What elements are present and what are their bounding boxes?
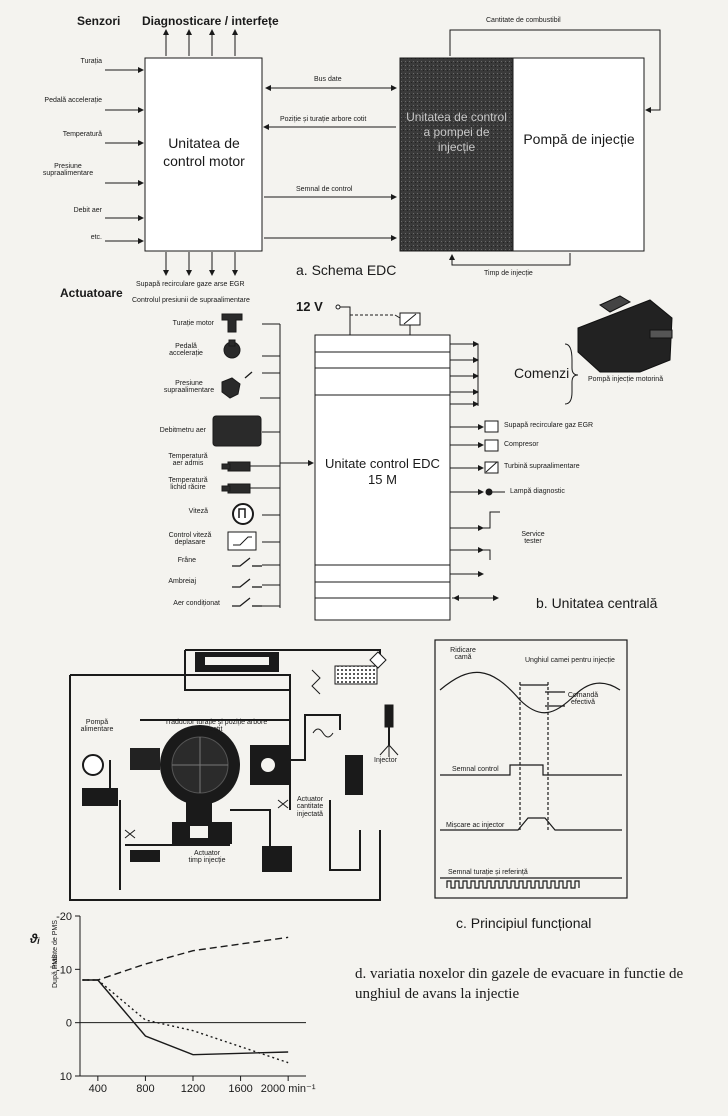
rotor-icon bbox=[130, 725, 240, 844]
y-tick-label: 0 bbox=[66, 1018, 72, 1030]
x-tick-label: 2000 min⁻¹ bbox=[261, 1083, 316, 1095]
sensor-frane: Frâne bbox=[177, 557, 196, 564]
y-tick-label: 10 bbox=[60, 1071, 72, 1083]
output-turbina: Turbină supraalimentare bbox=[504, 463, 580, 470]
senzori-header: Senzori bbox=[77, 14, 121, 28]
sensor-temp-lichid: Temperatură lichid răcire bbox=[168, 477, 208, 492]
sensor-control-viteza: Control viteză deplasare bbox=[168, 532, 212, 547]
ecu-label: Unitatea de control motor bbox=[163, 135, 245, 169]
series-line-solid bbox=[82, 979, 289, 1056]
sensor-turatie: Turație motor bbox=[172, 320, 214, 327]
x-tick-label: 400 bbox=[89, 1083, 107, 1095]
top-cylinder-icon bbox=[195, 652, 279, 672]
injector-icon bbox=[379, 704, 399, 757]
caption-a: a. Schema EDC bbox=[296, 262, 397, 278]
sensor-viteza: Viteză bbox=[188, 508, 208, 515]
semnal-control-label: Semnal control bbox=[452, 766, 499, 773]
pump-box bbox=[512, 57, 645, 252]
debitmetru-icon bbox=[212, 415, 262, 447]
input-turatia: Turația bbox=[80, 58, 102, 65]
input-presiune: Presiune supraalimentare bbox=[42, 163, 94, 178]
actuator-cantitate-label: Actuator cantitate injectată bbox=[296, 796, 324, 818]
signal-control: Semnal de control bbox=[296, 186, 353, 193]
pump-control-label: Unitatea de control a pompei de injecție bbox=[406, 110, 507, 154]
series-line-dashed bbox=[82, 936, 289, 981]
y-tick-label: -20 bbox=[56, 911, 72, 923]
referinta-label: Semnal turație și referință bbox=[448, 869, 528, 876]
comenzi-label: Comenzi bbox=[514, 365, 570, 381]
input-temperatura: Temperatură bbox=[62, 131, 102, 138]
boost-label: Controlul presiunii de supraalimentare bbox=[132, 297, 250, 304]
fuel-qty-label: Cantitate de combustibil bbox=[486, 17, 561, 24]
filter-icon bbox=[334, 665, 378, 685]
caption-c: c. Principiul funcțional bbox=[456, 915, 592, 931]
output-compresor: Compresor bbox=[504, 441, 539, 448]
actuator-timp-label: Actuator timp injecție bbox=[188, 850, 226, 865]
injector-label: Injector bbox=[374, 757, 397, 764]
edc-unit-label: Unitate control EDC 15 M bbox=[325, 456, 440, 487]
sensor-presiune: Presiune supraalimentare bbox=[163, 380, 215, 395]
injection-pump-icon bbox=[577, 295, 673, 373]
ridicare-cama-label: Ridicare camă bbox=[450, 647, 476, 662]
signal-pozitie: Poziție și turație arbore cotit bbox=[280, 116, 367, 123]
input-debit: Debit aer bbox=[73, 207, 102, 214]
comanda-efectiva-label: Comandă efectivă bbox=[567, 692, 599, 707]
x-tick-label: 800 bbox=[136, 1083, 154, 1095]
traductor-label: Traductor turație și poziție arbore coti… bbox=[164, 719, 268, 734]
turatie-sensor-icon bbox=[221, 313, 243, 333]
y-upper-label: Înainte de PMS bbox=[52, 920, 59, 968]
service-tester-label: Service tester bbox=[521, 531, 545, 546]
viteza-icon bbox=[232, 503, 254, 525]
actuator-timp-icon bbox=[262, 846, 292, 872]
unghi-cama-label: Unghiul camei pentru injecție bbox=[525, 657, 615, 664]
sensor-pedala: Pedală accelerație bbox=[169, 343, 203, 358]
x-tick-label: 1600 bbox=[228, 1083, 252, 1095]
edc-unit-box bbox=[314, 334, 451, 621]
timing-frame bbox=[434, 639, 628, 899]
diagnostic-header: Diagnosticare / interfețe bbox=[142, 14, 279, 28]
pump-injectie-label: Pompă injecție motorină bbox=[588, 376, 664, 383]
inj-time-label: Timp de injecție bbox=[484, 270, 533, 277]
actuatoare-header: Actuatoare bbox=[60, 286, 123, 300]
input-etc: etc. bbox=[90, 234, 102, 241]
output-egr: Supapă recirculare gaz EGR bbox=[504, 422, 594, 429]
presiune-sensor-icon bbox=[221, 377, 241, 399]
actuator-cantitate-icon bbox=[250, 745, 290, 785]
pump-label: Pompă de injecție bbox=[523, 131, 635, 147]
x-tick-label: 1200 bbox=[181, 1083, 205, 1095]
caption-d: d. variatia noxelor din gazele de evacua… bbox=[355, 966, 684, 1003]
miscare-ac-label: Mișcare ac injector bbox=[446, 822, 505, 829]
series-line-dotted bbox=[82, 979, 289, 1064]
signal-bus: Bus date bbox=[314, 76, 342, 83]
ecu-box bbox=[144, 57, 263, 252]
pompa-alimentare-label: Pompă alimentare bbox=[80, 719, 114, 734]
sensor-ambreiaj: Ambreiaj bbox=[168, 578, 196, 585]
y-axis-symbol: ϑᵢ bbox=[30, 931, 40, 946]
egr-label: Supapă recirculare gaze arse EGR bbox=[136, 281, 245, 288]
sensor-debitmetru: Debitmetru aer bbox=[159, 427, 206, 434]
input-pedala: Pedală accelerație bbox=[44, 97, 102, 104]
voltage-label: 12 V bbox=[296, 299, 323, 314]
output-lampa: Lampă diagnostic bbox=[510, 488, 565, 495]
caption-b: b. Unitatea centrală bbox=[536, 595, 658, 611]
sensor-temp-aer: Temperatură aer admis bbox=[168, 453, 208, 468]
sensor-aer-conditionat: Aer condiționat bbox=[173, 600, 220, 607]
y-tick-label: -10 bbox=[56, 964, 72, 976]
pompa-alimentare-icon bbox=[82, 754, 104, 776]
